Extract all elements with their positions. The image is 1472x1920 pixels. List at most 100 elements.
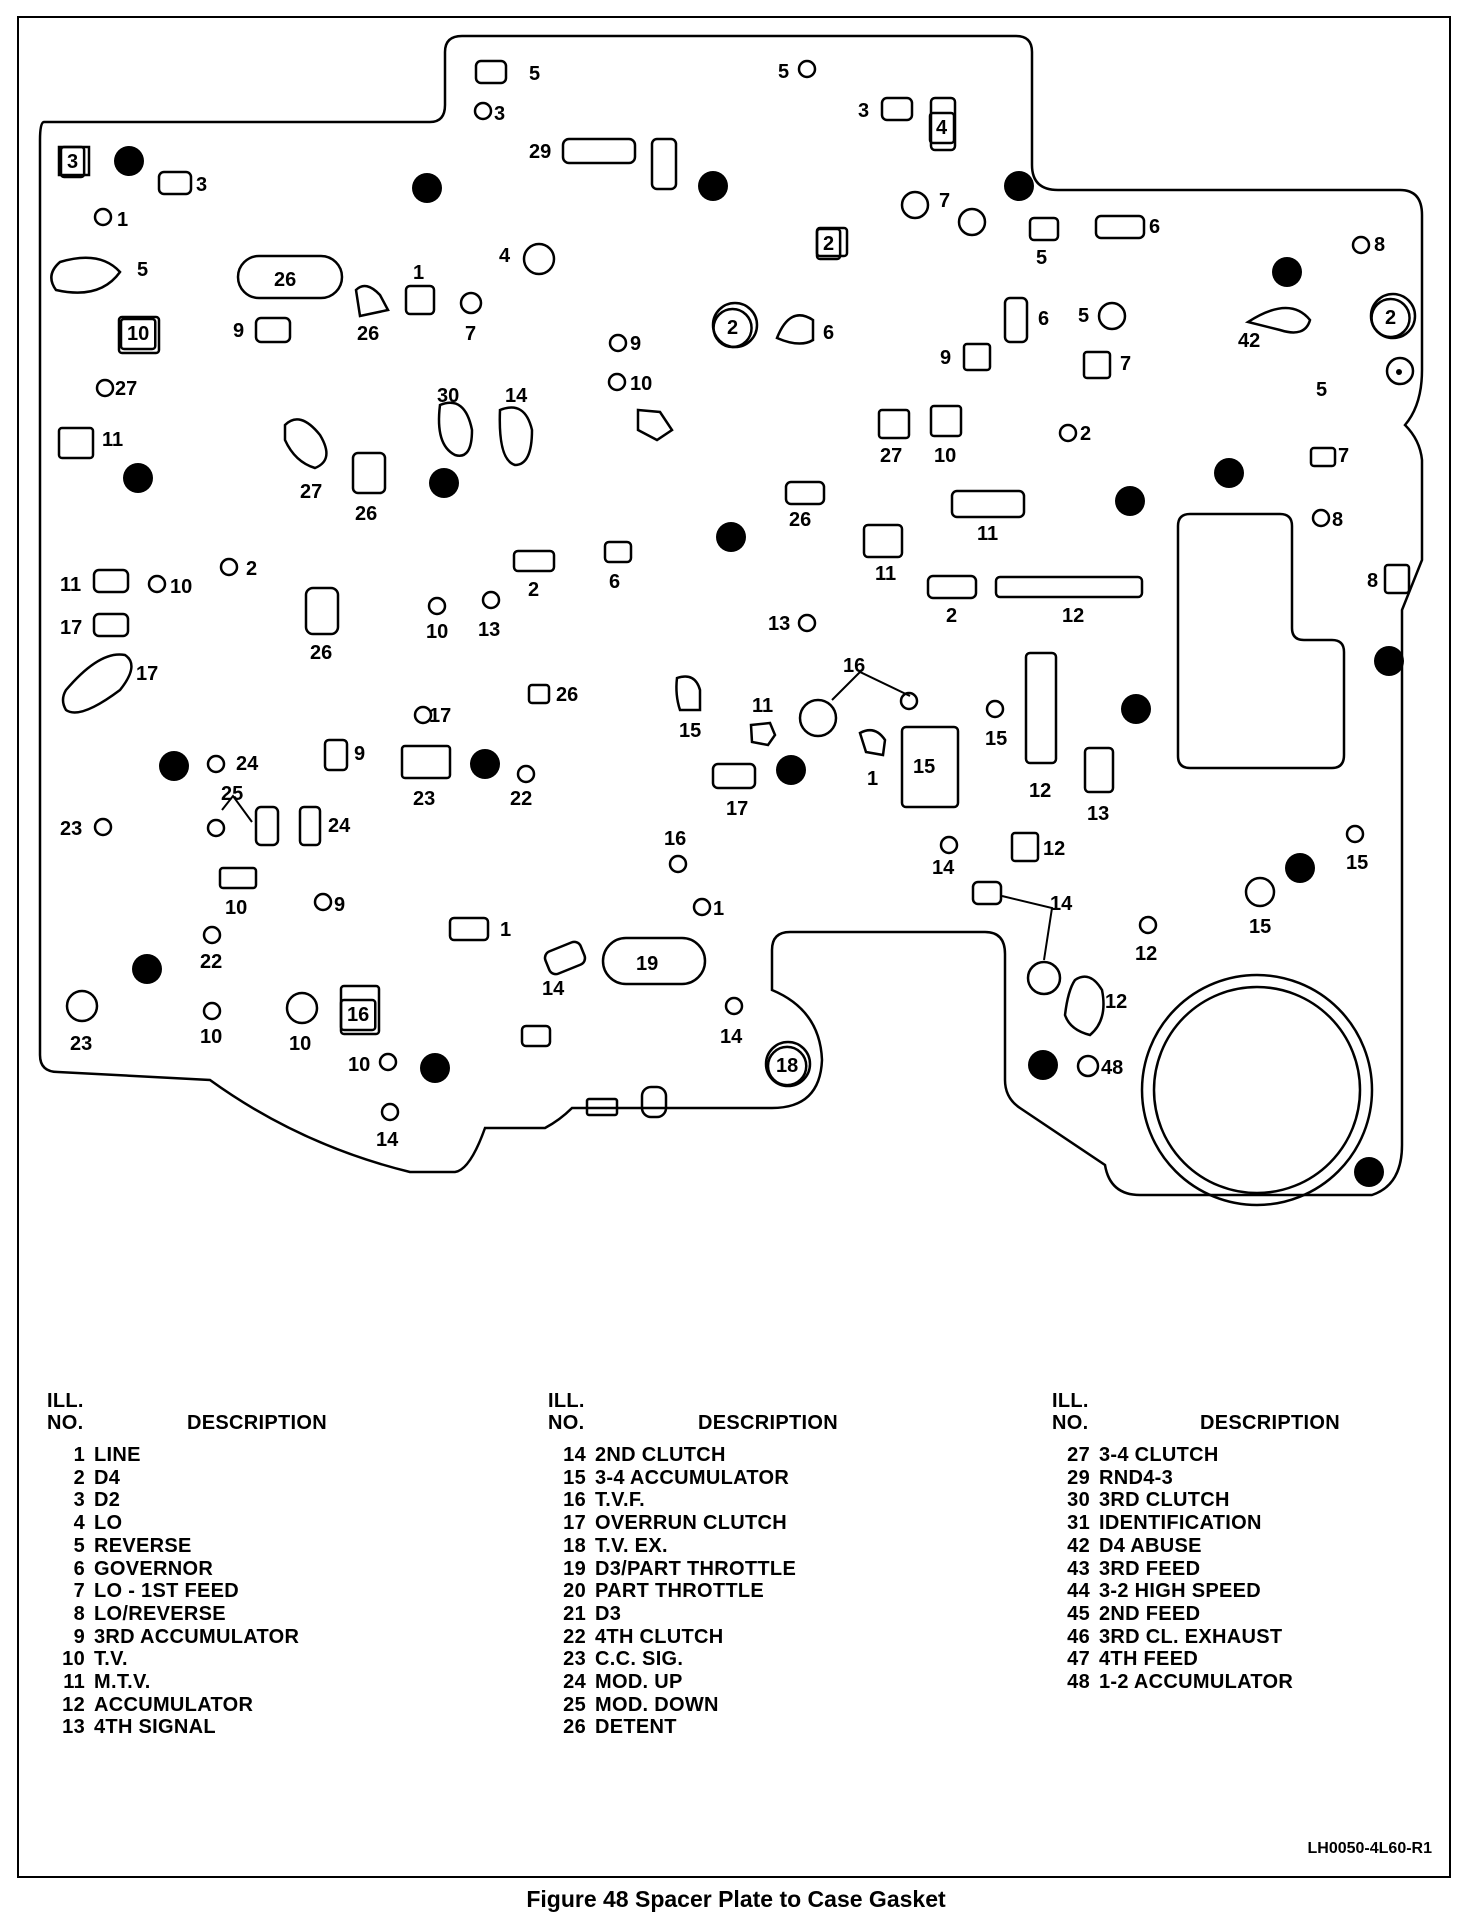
hole — [218, 866, 258, 890]
hole — [1058, 423, 1078, 443]
legend-description: 3RD CLUTCH — [1099, 1489, 1230, 1512]
diagram-label: 14 — [1050, 893, 1073, 915]
diagram-label: 3 — [494, 103, 505, 125]
legend-number: 31 — [1067, 1512, 1090, 1535]
legend-number: 25 — [563, 1693, 586, 1716]
hole — [1244, 306, 1312, 334]
legend-description: 4TH SIGNAL — [94, 1716, 216, 1739]
hole — [219, 557, 239, 577]
hole — [929, 404, 963, 438]
hole — [900, 190, 930, 220]
diagram-label: 2 — [1385, 307, 1396, 329]
hole — [516, 764, 536, 784]
legend-number: 43 — [1067, 1557, 1090, 1580]
legend-number: 24 — [563, 1671, 586, 1694]
hole — [520, 1024, 552, 1048]
hole — [512, 549, 556, 573]
diagram-label: 10 — [348, 1054, 370, 1076]
dowel-hole — [159, 751, 189, 781]
diagram-label: 6 — [609, 571, 620, 593]
diagram-label: 17 — [60, 617, 82, 639]
hole — [798, 698, 838, 738]
diagram-label: 29 — [529, 141, 551, 163]
hole — [858, 728, 887, 757]
diagram-label: 14 — [542, 978, 565, 1000]
hole — [877, 408, 911, 440]
legend-description: IDENTIFICATION — [1099, 1512, 1262, 1535]
legend-number: 47 — [1067, 1648, 1090, 1671]
diagram-label: 5 — [529, 63, 540, 85]
diagram-label: 9 — [334, 894, 345, 916]
open-holes — [50, 59, 1417, 1122]
diagram-label: 9 — [233, 320, 244, 342]
diagram-label: 19 — [636, 953, 658, 975]
legend-number: 9 — [73, 1625, 85, 1648]
hole — [950, 489, 1026, 519]
figure-caption: Figure 48 Spacer Plate to Case Gasket — [526, 1886, 946, 1912]
legend-description: OVERRUN CLUTCH — [595, 1512, 787, 1535]
diagram-label: 7 — [1338, 445, 1349, 467]
diagram-label: 1 — [117, 209, 128, 231]
hole — [404, 284, 436, 316]
diagram-label: 3 — [858, 100, 869, 122]
hole — [354, 284, 390, 318]
legend-description: MOD. DOWN — [595, 1693, 719, 1716]
legend-header-no: NO. — [548, 1412, 585, 1434]
hole — [298, 805, 322, 847]
diagram-number-labels: 5 5 3 3 4 3 3 29 1 7 2 6 5 8 5 26 1 4 2 … — [60, 61, 1396, 1151]
diagram-label: 4 — [499, 245, 511, 267]
hole — [1097, 301, 1127, 331]
legend-number: 42 — [1067, 1534, 1090, 1557]
legend-description: LINE — [94, 1444, 141, 1466]
diagram-label: 2 — [823, 233, 834, 255]
legend-number: 18 — [563, 1534, 586, 1557]
legend-description: C.C. SIG. — [595, 1648, 684, 1671]
legend-header-ill: ILL. — [1052, 1390, 1089, 1412]
label-frame — [119, 317, 157, 351]
hole — [650, 137, 678, 191]
hole — [254, 805, 280, 847]
diagram-label: 14 — [720, 1026, 743, 1048]
diagram-label: 6 — [1038, 308, 1049, 330]
legend-number: 2 — [73, 1466, 85, 1489]
legend-description: D3 — [595, 1602, 622, 1625]
legend-description: D4 ABUSE — [1099, 1534, 1202, 1557]
dowel-hole — [776, 755, 806, 785]
dowel-hole — [114, 146, 144, 176]
legend-number: 4 — [73, 1512, 85, 1535]
dowel-hole — [1354, 1157, 1384, 1187]
hole — [797, 59, 817, 79]
hole — [926, 574, 978, 600]
hole — [459, 291, 483, 315]
legend-header-ill: ILL. — [47, 1390, 84, 1412]
hole — [636, 408, 674, 442]
hole — [862, 523, 904, 559]
hole — [1094, 214, 1146, 240]
legend-number: 12 — [62, 1693, 85, 1716]
hole — [427, 596, 447, 616]
diagram-label: 15 — [1249, 916, 1271, 938]
legend-number: 5 — [73, 1534, 85, 1557]
legend-description: 3-4 ACCUMULATOR — [595, 1466, 790, 1489]
legend-number: 16 — [563, 1489, 586, 1512]
legend-description: 3RD CL. EXHAUST — [1099, 1625, 1283, 1648]
hole — [481, 590, 501, 610]
legend-number: 21 — [563, 1602, 586, 1625]
diagram-label: 3 — [196, 174, 207, 196]
diagram-label: 23 — [413, 788, 435, 810]
hole — [527, 683, 551, 705]
hole — [1076, 1054, 1100, 1078]
diagram-label: 1 — [713, 898, 724, 920]
legend-number: 26 — [563, 1716, 586, 1739]
hole — [601, 936, 707, 986]
hole — [202, 1001, 222, 1021]
